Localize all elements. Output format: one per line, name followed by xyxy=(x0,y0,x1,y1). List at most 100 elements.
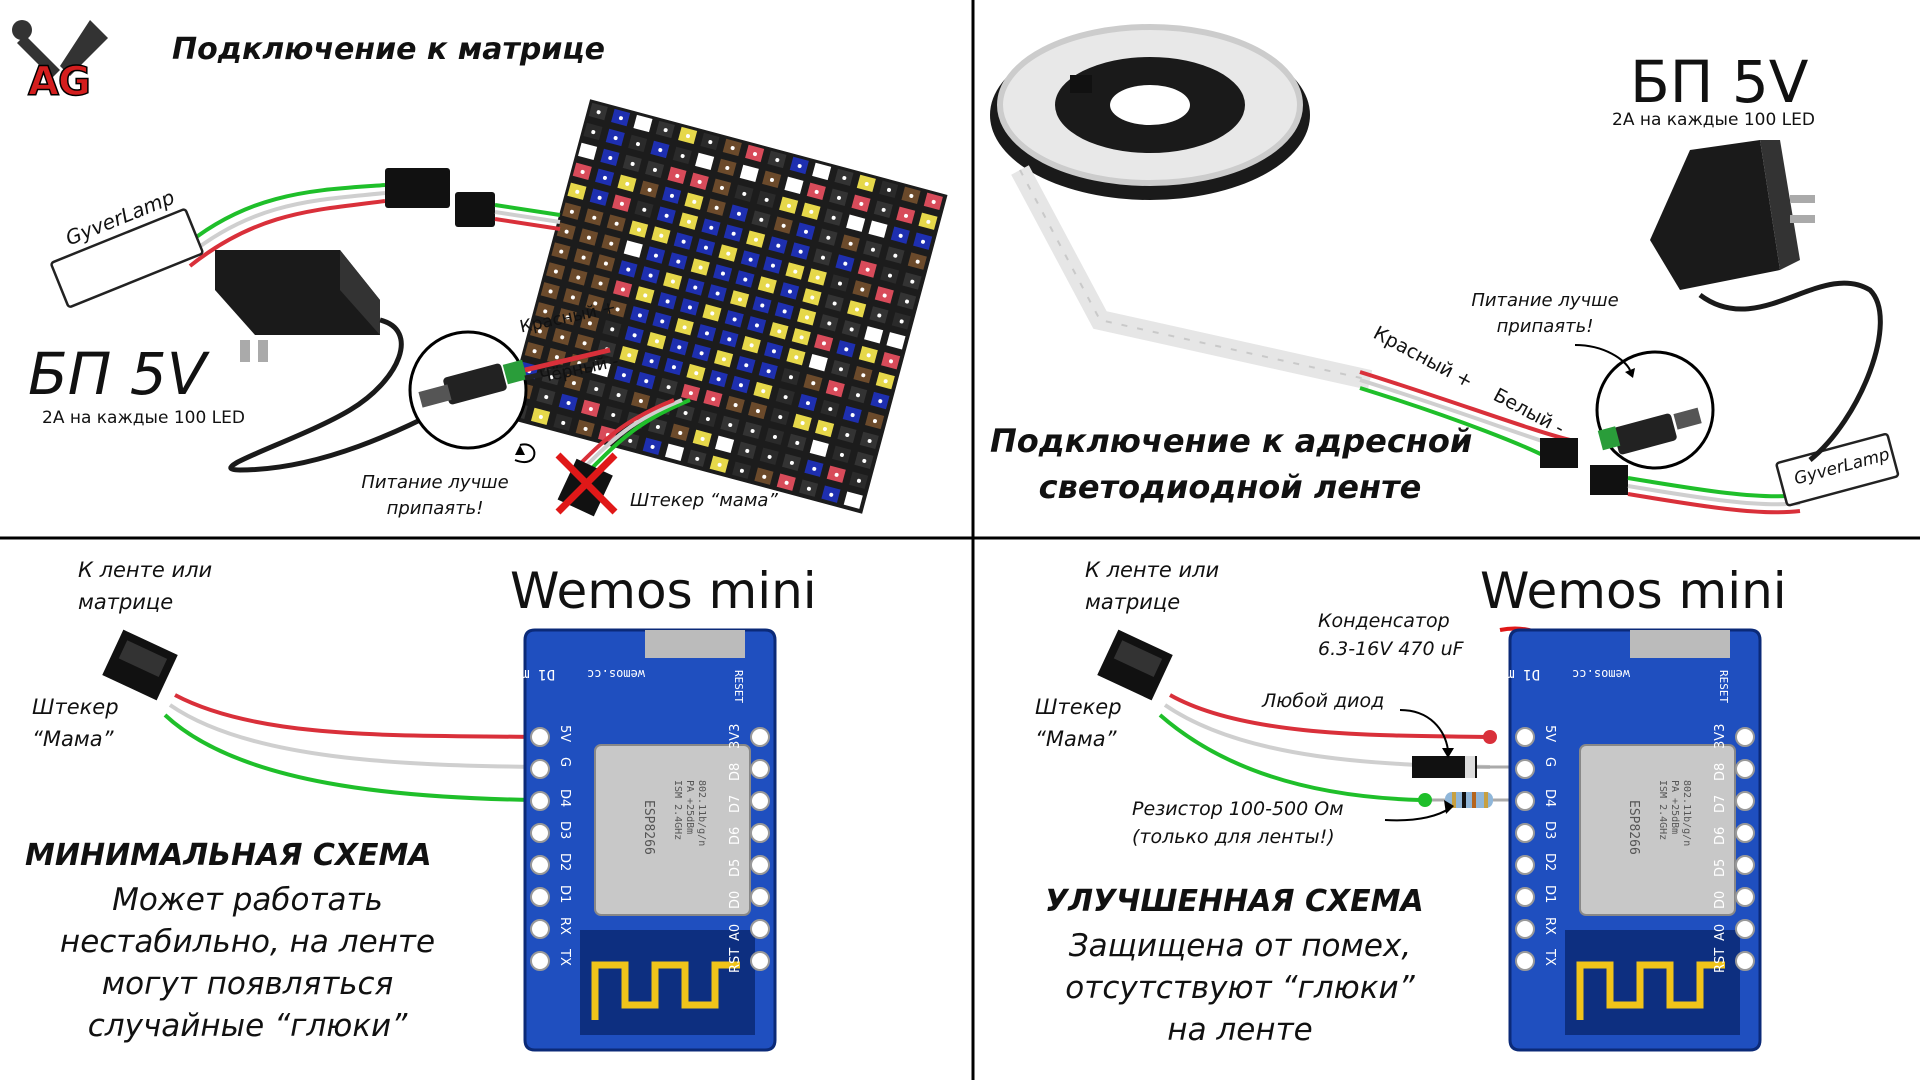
pin-label-right: D8 xyxy=(1713,763,1728,781)
pin-left xyxy=(530,823,550,843)
matrix-led-dot xyxy=(910,279,915,284)
matrix-led-dot xyxy=(871,333,876,338)
matrix-led-dot xyxy=(803,229,808,234)
matrix-led-dot xyxy=(687,305,692,310)
matrix-led-dot xyxy=(655,424,660,429)
matrix-led-dot xyxy=(625,181,630,186)
matrix-led-dot xyxy=(692,199,697,204)
matrix-led-dot xyxy=(831,215,836,220)
matrix-led-dot xyxy=(738,383,743,388)
matrix-led-dot xyxy=(887,187,892,192)
matrix-led-dot xyxy=(648,273,653,278)
matrix-led-dot xyxy=(811,381,816,386)
matrix-led-dot xyxy=(678,430,683,435)
matrix-led-dot xyxy=(631,247,636,252)
matrix-led-dot xyxy=(603,261,608,266)
q1-psu-sub: 2А на каждые 100 LED xyxy=(42,408,245,428)
pin-label-right: D7 xyxy=(728,795,743,813)
pin-label-left: D1 xyxy=(1542,885,1557,903)
q4-capacitor-1: Конденсатор xyxy=(1318,610,1450,632)
matrix-led-dot xyxy=(680,154,685,159)
board-model: D1 mini xyxy=(496,666,555,682)
antenna-area xyxy=(1565,930,1740,1035)
matrix-led-dot xyxy=(649,359,654,364)
pin-label-left: D2 xyxy=(1542,853,1557,871)
matrix-led-dot xyxy=(848,241,853,246)
matrix-led-dot xyxy=(727,337,732,342)
q2-psu-title: БП 5V xyxy=(1630,48,1809,116)
matrix-led-dot xyxy=(904,299,909,304)
matrix-led-dot xyxy=(872,419,877,424)
matrix-led-dot xyxy=(805,401,810,406)
matrix-led-dot xyxy=(806,486,811,491)
matrix-led-dot xyxy=(614,221,619,226)
matrix-led-dot xyxy=(797,164,802,169)
matrix-led-dot xyxy=(792,183,797,188)
matrix-led-dot xyxy=(793,269,798,274)
matrix-led-dot xyxy=(904,213,909,218)
pin-left xyxy=(530,887,550,907)
pin-label-left: 5V xyxy=(1542,725,1557,742)
matrix-led-dot xyxy=(816,361,821,366)
matrix-led-dot xyxy=(613,136,618,141)
matrix-led-dot xyxy=(628,438,633,443)
matrix-led-dot xyxy=(893,253,898,258)
matrix-led-dot xyxy=(725,165,730,170)
matrix-led-dot xyxy=(619,201,624,206)
jst-male-connector xyxy=(385,168,450,208)
matrix-led-dot xyxy=(697,179,702,184)
board-site: wemos.cc xyxy=(587,667,645,681)
psu-adapter xyxy=(215,250,462,473)
pin-left xyxy=(1515,727,1535,747)
matrix-led-dot xyxy=(794,355,799,360)
q1-title: Подключение к матрице xyxy=(172,32,605,67)
matrix-led-dot xyxy=(786,203,791,208)
matrix-led-dot xyxy=(720,271,725,276)
matrix-led-dot xyxy=(715,291,720,296)
matrix-led-dot xyxy=(829,492,834,497)
matrix-led-dot xyxy=(733,403,738,408)
matrix-led-dot xyxy=(721,357,726,362)
led-matrix xyxy=(504,99,948,514)
matrix-led-dot xyxy=(669,193,674,198)
q4-to-strip-1: К ленте или xyxy=(1085,558,1220,582)
matrix-led-dot xyxy=(800,421,805,426)
matrix-led-dot xyxy=(822,427,827,432)
matrix-led-dot xyxy=(782,309,787,314)
matrix-led-dot xyxy=(670,279,675,284)
q3-desc-2: нестабильно, на ленте xyxy=(59,924,436,960)
matrix-led-dot xyxy=(931,199,936,204)
matrix-led-dot xyxy=(789,460,794,465)
matrix-led-dot xyxy=(864,181,869,186)
matrix-led-dot xyxy=(894,339,899,344)
matrix-led-dot xyxy=(643,293,648,298)
matrix-led-dot xyxy=(754,323,759,328)
q4-plug-2: “Мама” xyxy=(1035,727,1117,751)
matrix-led-dot xyxy=(620,287,625,292)
matrix-led-dot xyxy=(814,189,819,194)
matrix-led-dot xyxy=(856,478,861,483)
matrix-led-dot xyxy=(736,211,741,216)
pin-label-left: D3 xyxy=(557,821,572,839)
pin-right xyxy=(750,791,770,811)
matrix-led-dot xyxy=(865,267,870,272)
matrix-led-dot xyxy=(593,301,598,306)
matrix-led-dot xyxy=(602,175,607,180)
matrix-led-dot xyxy=(703,245,708,250)
pin-left xyxy=(1515,791,1535,811)
jst-female-connector xyxy=(455,192,495,227)
matrix-led-dot xyxy=(576,275,581,280)
q3-desc-3: могут появляться xyxy=(101,966,394,1002)
matrix-led-dot xyxy=(549,375,554,380)
matrix-led-dot xyxy=(898,233,903,238)
matrix-led-dot xyxy=(564,229,569,234)
psu-adapter-2 xyxy=(1650,140,1883,462)
matrix-led-dot xyxy=(747,171,752,176)
pin-left xyxy=(530,791,550,811)
q1-plug-label: Штекер “мама” xyxy=(630,490,778,511)
matrix-led-dot xyxy=(766,369,771,374)
matrix-led-dot xyxy=(772,434,777,439)
matrix-led-dot xyxy=(682,325,687,330)
matrix-led-dot xyxy=(559,249,564,254)
pin-label-left: RX xyxy=(1542,917,1557,935)
